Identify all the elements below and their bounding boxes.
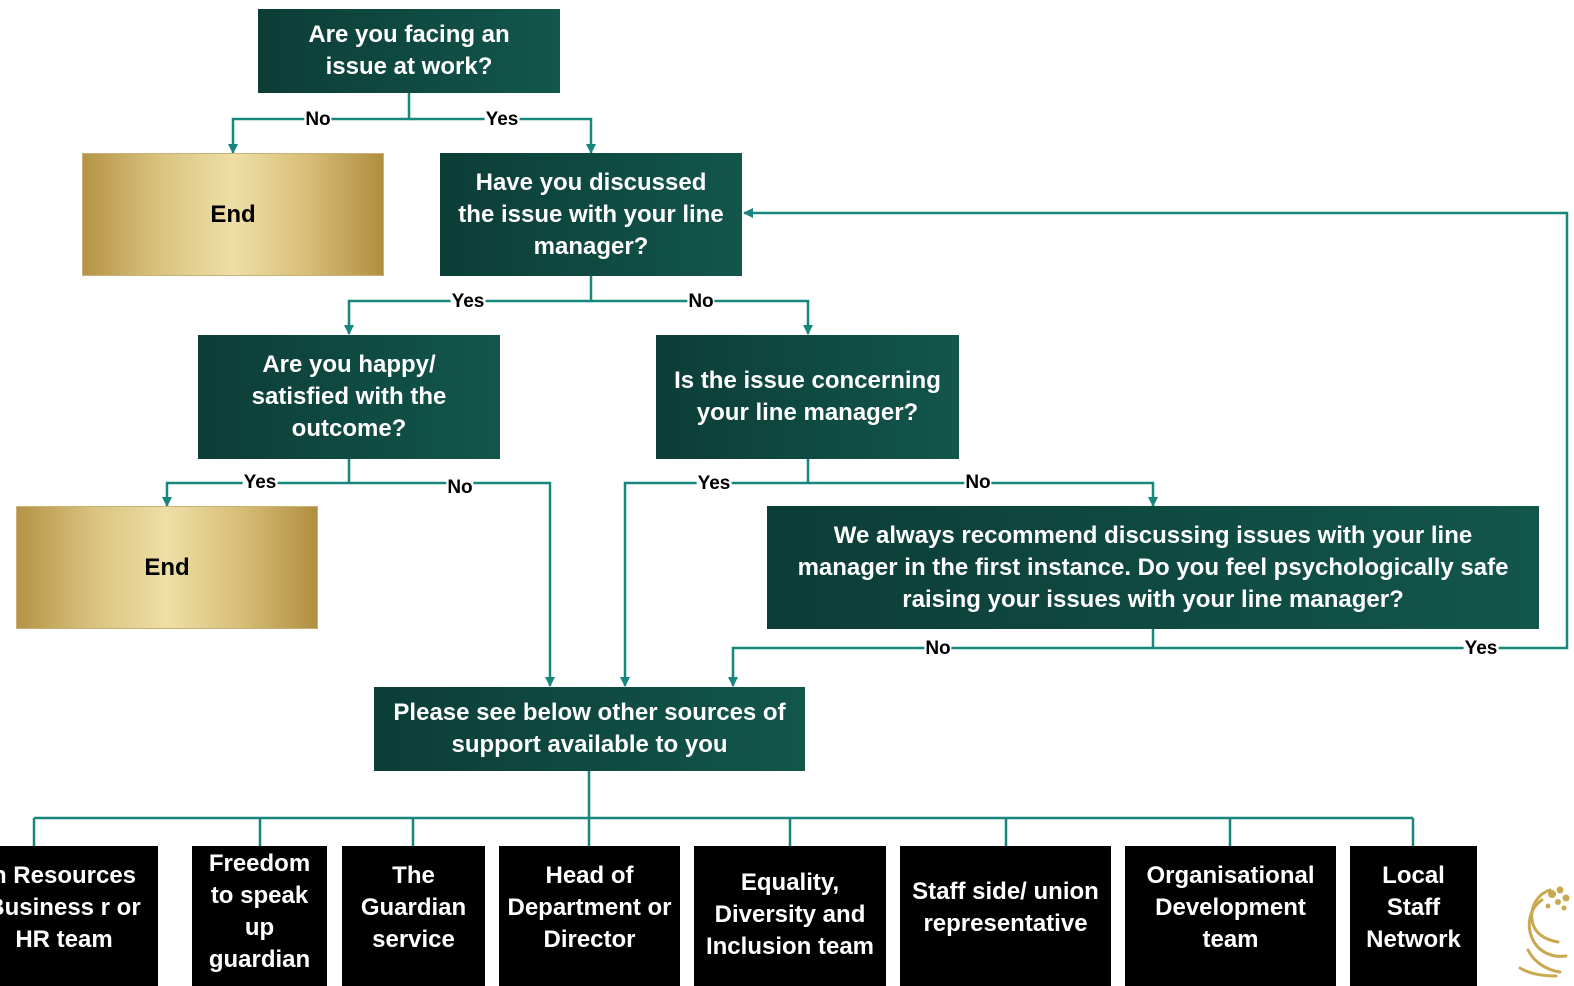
source-edi-team: Equality, Diversity and Inclusion team: [694, 846, 886, 986]
source-hr-business-partner-text: n Resources Business r or HR team: [0, 862, 141, 953]
connector-q4-no: [808, 481, 1158, 507]
label-q4-yes: Yes: [696, 473, 732, 494]
end-box-1-text: End: [210, 200, 256, 228]
end-box-2: End: [16, 506, 318, 629]
source-staff-side-union: Staff side/ union representative: [900, 846, 1111, 986]
support-sources-box: Please see below other sources of suppor…: [374, 687, 805, 771]
support-sources-text: Please see below other sources of suppor…: [393, 699, 786, 758]
label-q1-yes: Yes: [484, 109, 520, 130]
source-freedom-to-speak-up-text: Freedom to speak up guardian: [208, 850, 311, 973]
question-satisfied-outcome-text: Are you happy/ satisfied with the outcom…: [251, 351, 447, 442]
connector-q2-no: [591, 299, 813, 335]
question-satisfied-outcome: Are you happy/ satisfied with the outcom…: [198, 335, 500, 459]
end-box-1: End: [82, 153, 384, 276]
label-q1-no: No: [304, 109, 332, 130]
label-q4-no: No: [964, 472, 992, 493]
label-q2-no: No: [687, 291, 715, 312]
question-concerning-manager-text: Is the issue concerning your line manage…: [674, 367, 941, 426]
source-head-of-department: Head of Department or Director: [499, 846, 680, 986]
gold-crest-icon: [1518, 886, 1570, 978]
connector-q1-yes: [409, 117, 596, 154]
label-q2-yes: Yes: [450, 291, 486, 312]
label-q5-yes: Yes: [1463, 638, 1499, 659]
question-concerning-manager: Is the issue concerning your line manage…: [656, 335, 959, 459]
source-guardian-service-text: The Guardian service: [360, 862, 467, 953]
source-edi-team-text: Equality, Diversity and Inclusion team: [705, 869, 875, 960]
source-organisational-development-text: Organisational Development team: [1146, 862, 1315, 953]
question-facing-issue: Are you facing an issue at work?: [258, 9, 560, 93]
question-psychologically-safe-text: We always recommend discussing issues wi…: [797, 521, 1509, 613]
source-guardian-service: The Guardian service: [342, 846, 485, 986]
label-q3-yes: Yes: [242, 472, 278, 493]
label-q5-no: No: [924, 638, 952, 659]
label-q3-no: No: [446, 477, 474, 498]
connector-q5-yes: [743, 208, 1569, 650]
source-hr-business-partner: n Resources Business r or HR team: [0, 846, 158, 986]
source-local-staff-network-text: Local Staff Network: [1366, 862, 1461, 953]
source-head-of-department-text: Head of Department or Director: [507, 862, 672, 953]
question-discussed-with-manager-text: Have you discussed the issue with your l…: [458, 168, 724, 260]
question-facing-issue-text: Are you facing an issue at work?: [308, 21, 510, 80]
end-box-2-text: End: [144, 553, 190, 581]
source-organisational-development: Organisational Development team: [1125, 846, 1336, 986]
source-freedom-to-speak-up: Freedom to speak up guardian: [192, 846, 327, 986]
question-psychologically-safe: We always recommend discussing issues wi…: [767, 506, 1539, 629]
connector-q3-no: [349, 481, 555, 687]
source-local-staff-network: Local Staff Network: [1350, 846, 1477, 986]
source-staff-side-union-text: Staff side/ union representative: [912, 878, 1099, 937]
question-discussed-with-manager: Have you discussed the issue with your l…: [440, 153, 742, 276]
